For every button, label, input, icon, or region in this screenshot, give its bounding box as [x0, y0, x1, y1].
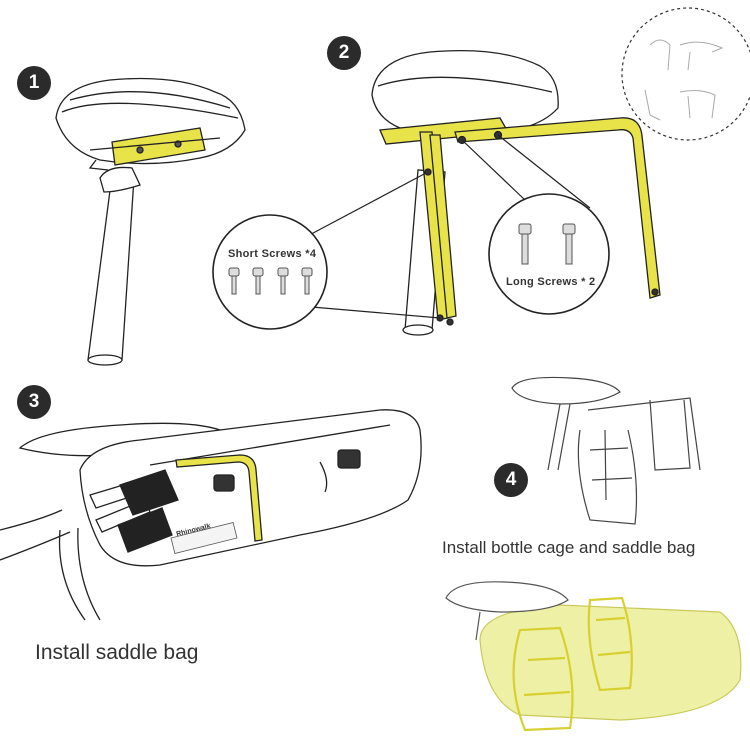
- callout-lines: [299, 134, 591, 319]
- short-screws-label: Short Screws *4: [228, 248, 317, 260]
- step3-illustration: [0, 409, 422, 621]
- long-screws-label: Long Screws * 2: [506, 276, 596, 288]
- step2-illustration: [371, 50, 661, 336]
- step-4-badge: 4: [494, 463, 528, 497]
- step-2-badge: 2: [327, 36, 361, 70]
- step-3-badge: 3: [17, 385, 51, 419]
- reference-thumbnail: [621, 7, 750, 141]
- step3-caption: Install saddle bag: [35, 641, 199, 664]
- step4-caption: Install bottle cage and saddle bag: [442, 538, 696, 557]
- long-screws-callout: [488, 193, 610, 315]
- short-screws-callout: [212, 214, 328, 330]
- step-1-badge: 1: [17, 66, 51, 100]
- step4-top-illustration: [511, 376, 701, 525]
- step4-bottom-illustration: [445, 581, 742, 732]
- step1-illustration: [55, 77, 246, 366]
